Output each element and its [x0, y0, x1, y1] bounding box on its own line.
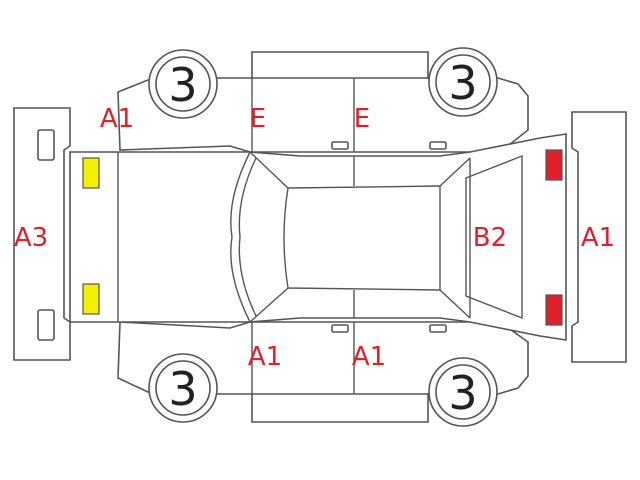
damage-code-front-door-bottom: A1 — [248, 342, 282, 372]
tire-rear-left: 3 — [428, 47, 498, 117]
tire-rear-right-value: 3 — [448, 366, 477, 420]
front-bumper — [13, 107, 71, 361]
damage-code-front-bumper: A3 — [14, 223, 48, 253]
damage-code-front-fender-top: A1 — [100, 104, 134, 134]
damage-code-rear-bumper: A1 — [581, 223, 615, 253]
tire-rear-left-value: 3 — [448, 56, 477, 110]
rear-bumper — [571, 111, 627, 363]
damage-code-front-door-top: E — [250, 104, 266, 134]
tire-front-left-value: 3 — [168, 58, 197, 112]
tire-front-right: 3 — [148, 353, 218, 423]
front-right-lamp — [82, 283, 100, 315]
damage-code-rear-door-bottom: A1 — [352, 342, 386, 372]
damage-code-rear-door-top: E — [354, 104, 370, 134]
car-body-top-view — [69, 133, 567, 341]
tire-front-left: 3 — [148, 49, 218, 119]
front-left-lamp — [82, 157, 100, 189]
tire-front-right-value: 3 — [168, 362, 197, 416]
rear-left-lamp — [545, 149, 563, 181]
rear-right-lamp — [545, 294, 563, 326]
tire-rear-right: 3 — [428, 357, 498, 427]
damage-code-rear-window: B2 — [473, 223, 507, 253]
